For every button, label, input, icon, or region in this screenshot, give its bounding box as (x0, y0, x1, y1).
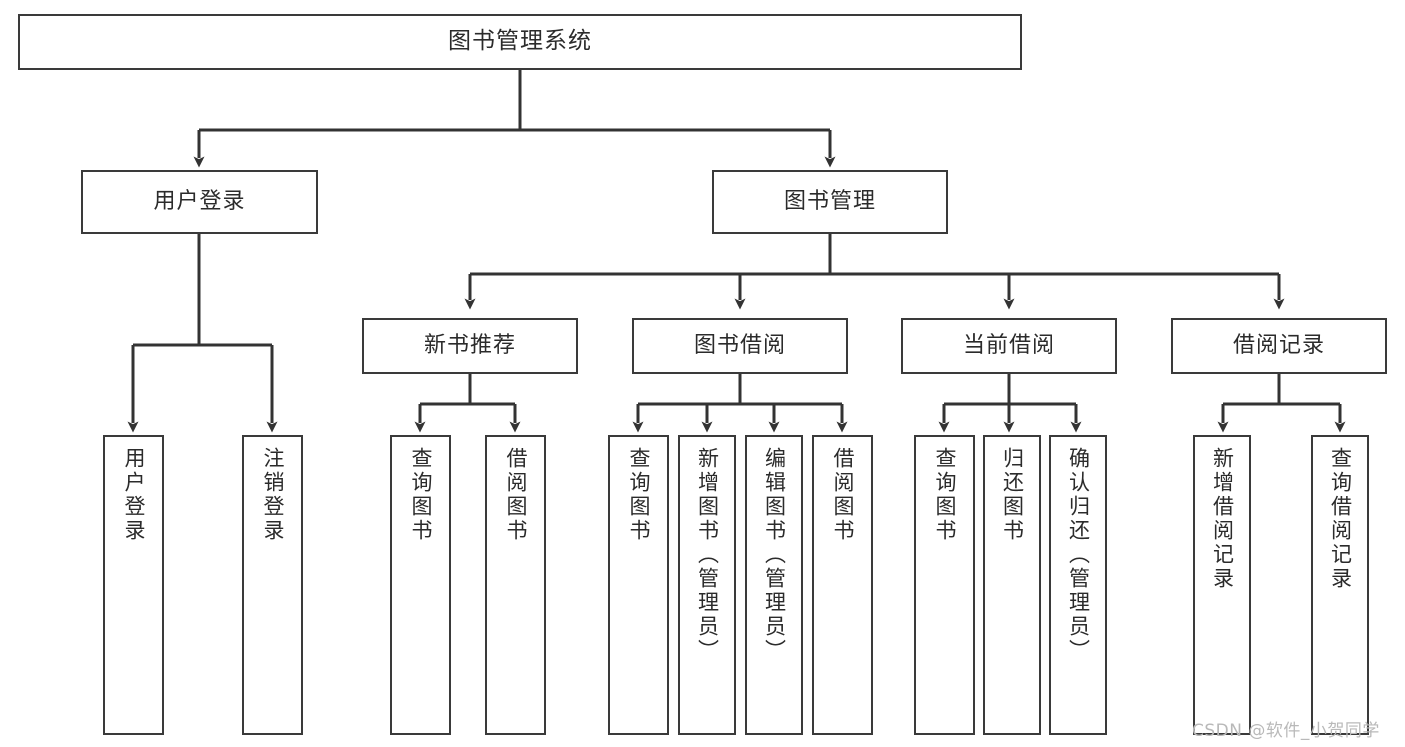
node-label: 查询借阅记录 (1328, 447, 1353, 591)
leaf-borrow-query-book[interactable]: 查询图书 (608, 435, 669, 735)
node-label: 查询图书 (627, 447, 651, 543)
node-user-login[interactable]: 用户登录 (81, 170, 318, 234)
leaf-record-query-record[interactable]: 查询借阅记录 (1311, 435, 1369, 735)
node-label: 新书推荐 (423, 333, 516, 359)
node-label: 图书管理系统 (448, 28, 592, 55)
node-label: 图书借阅 (693, 333, 786, 359)
node-label: 查询图书 (933, 447, 957, 543)
node-label: 借阅记录 (1232, 333, 1325, 359)
node-label: 查询图书 (409, 447, 433, 543)
node-current-borrow[interactable]: 当前借阅 (901, 318, 1117, 374)
node-book-management[interactable]: 图书管理 (712, 170, 948, 234)
leaf-borrow-borrow-book[interactable]: 借阅图书 (812, 435, 873, 735)
leaf-current-return-book[interactable]: 归还图书 (983, 435, 1041, 735)
leaf-record-add-record[interactable]: 新增借阅记录 (1193, 435, 1251, 735)
leaf-current-query-book[interactable]: 查询图书 (914, 435, 975, 735)
node-label: 归还图书 (1000, 447, 1025, 543)
node-root-system[interactable]: 图书管理系统 (18, 14, 1022, 70)
leaf-user-login-logout[interactable]: 注销登录 (242, 435, 303, 735)
node-label: 注销登录 (261, 447, 285, 543)
node-label: 图书管理 (783, 189, 876, 215)
node-label: 编辑图书（管理员） (762, 447, 787, 663)
node-label: 借阅图书 (504, 447, 528, 543)
node-new-book-recommend[interactable]: 新书推荐 (362, 318, 578, 374)
node-label: 用户登录 (122, 447, 146, 543)
leaf-recommend-borrow-book[interactable]: 借阅图书 (485, 435, 546, 735)
node-label: 借阅图书 (831, 447, 855, 543)
node-label: 确认归还（管理员） (1066, 447, 1091, 663)
leaf-user-login-login[interactable]: 用户登录 (103, 435, 164, 735)
node-book-borrow[interactable]: 图书借阅 (632, 318, 848, 374)
leaf-borrow-add-book[interactable]: 新增图书（管理员） (678, 435, 736, 735)
leaf-current-confirm-return[interactable]: 确认归还（管理员） (1049, 435, 1107, 735)
node-label: 用户登录 (153, 189, 246, 215)
leaf-borrow-edit-book[interactable]: 编辑图书（管理员） (745, 435, 803, 735)
node-label: 新增图书（管理员） (695, 447, 720, 663)
node-label: 当前借阅 (962, 333, 1055, 359)
node-borrow-record[interactable]: 借阅记录 (1171, 318, 1387, 374)
node-label: 新增借阅记录 (1210, 447, 1235, 591)
leaf-recommend-query-book[interactable]: 查询图书 (390, 435, 451, 735)
